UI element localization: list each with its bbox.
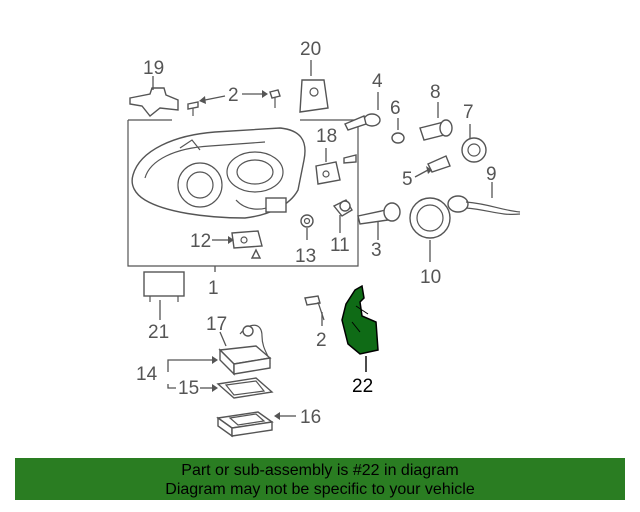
callout-14: 14 <box>136 364 158 385</box>
part-13-washer <box>300 214 314 228</box>
part-15-gasket <box>216 377 274 399</box>
callout-20: 20 <box>300 39 321 60</box>
callout-17: 17 <box>206 314 227 335</box>
callout-18: 18 <box>316 126 337 147</box>
callout-19: 19 <box>143 58 164 79</box>
callout-4: 4 <box>372 71 383 92</box>
part-12-bracket <box>231 230 263 259</box>
part-21-module <box>143 271 185 302</box>
part-4-bulb <box>344 113 381 131</box>
part-3-bulb <box>357 202 401 225</box>
callout-10: 10 <box>420 267 441 288</box>
callout-6: 6 <box>390 98 401 119</box>
part-14-ballast <box>218 345 272 376</box>
part-20-cover <box>299 79 329 113</box>
callout-5: 5 <box>402 169 413 190</box>
part-2-screw-top <box>187 89 281 116</box>
callout-16: 16 <box>300 407 321 428</box>
part-19-bracket <box>129 87 179 117</box>
headlamp-assembly-box <box>127 119 359 272</box>
banner-line-2: Diagram may not be specific to your vehi… <box>165 481 475 498</box>
callout-2b: 2 <box>316 330 327 351</box>
part-9-socket-wire <box>447 195 521 215</box>
callout-3: 3 <box>371 240 382 261</box>
callout-11: 11 <box>330 235 350 256</box>
callout-2a: 2 <box>228 85 239 106</box>
callout-12: 12 <box>190 231 211 252</box>
part-22-bracket-highlighted <box>341 284 379 355</box>
callout-9: 9 <box>486 164 497 185</box>
part-10-cap <box>409 197 451 239</box>
headlamp-housing <box>131 127 306 219</box>
part-7-socket <box>461 137 487 163</box>
callout-21: 21 <box>148 322 169 343</box>
banner-line-1: Part or sub-assembly is #22 in diagram <box>181 462 459 479</box>
part-2-screw-bottom <box>304 295 325 321</box>
info-banner: Part or sub-assembly is #22 in diagram D… <box>15 458 625 500</box>
part-8-bulb <box>419 119 453 141</box>
part-16-cover <box>216 411 274 438</box>
callout-7: 7 <box>463 102 474 123</box>
callout-1: 1 <box>208 278 219 299</box>
part-18-actuator <box>315 154 357 185</box>
callout-13: 13 <box>295 246 316 267</box>
part-11-bulb <box>332 199 353 217</box>
part-6-socket <box>391 132 405 144</box>
callout-15: 15 <box>178 378 199 399</box>
callout-8: 8 <box>430 82 441 103</box>
callout-22: 22 <box>352 376 373 397</box>
